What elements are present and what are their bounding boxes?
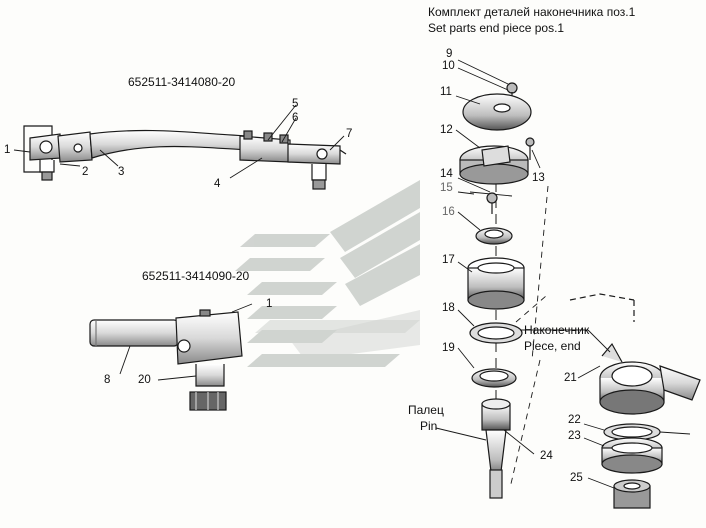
end-piece-leaders xyxy=(520,329,691,489)
part-number-15: 15 xyxy=(440,182,453,194)
assembly-code-bottom: 652511-3414090-20 xyxy=(142,269,250,283)
part-number-11: 11 xyxy=(440,86,452,98)
kit-title-ru: Комплект деталей наконечника поз.1 xyxy=(428,5,636,19)
part-number-25: 25 xyxy=(570,472,583,484)
part-number-8: 8 xyxy=(104,374,111,386)
part-number-3: 3 xyxy=(118,166,125,178)
kit-title-en: Set parts end piece pos.1 xyxy=(428,21,565,35)
piece-end-label-ru: Наконечник xyxy=(524,323,590,337)
part-number-23: 23 xyxy=(568,430,581,442)
part-number-18: 18 xyxy=(442,302,455,314)
part-number-22: 22 xyxy=(568,414,581,426)
part-number-2: 2 xyxy=(82,166,89,178)
part-number-1-bottom: 1 xyxy=(266,298,273,310)
leader-lines xyxy=(13,104,345,381)
part-number-7: 7 xyxy=(346,128,353,140)
part-number-17: 17 xyxy=(442,254,455,266)
part-number-5: 5 xyxy=(292,98,299,110)
part-number-16: 16 xyxy=(442,206,455,218)
part-number-4: 4 xyxy=(214,178,221,190)
part-number-24: 24 xyxy=(540,450,553,462)
assembly-code-top: 652511-3414080-20 xyxy=(128,75,236,89)
part-number-20: 20 xyxy=(138,374,151,386)
end-piece xyxy=(569,293,701,509)
part-number-12: 12 xyxy=(440,124,453,136)
tie-rod-top xyxy=(23,125,347,190)
tie-rod-bottom xyxy=(89,309,243,411)
pin-label-ru: Палец xyxy=(408,403,444,417)
exploded-stack xyxy=(459,82,535,500)
part-number-14: 14 xyxy=(440,168,453,180)
piece-end-label-en: Piece, end xyxy=(524,339,581,353)
part-number-13: 13 xyxy=(532,172,545,184)
part-number-1: 1 xyxy=(4,144,11,156)
stack-leader-lines xyxy=(435,59,549,489)
pin-label-en: Pin xyxy=(420,419,438,433)
watermark-logo xyxy=(235,180,420,367)
part-number-21: 21 xyxy=(564,372,577,384)
part-number-19: 19 xyxy=(442,342,455,354)
part-number-6: 6 xyxy=(292,112,299,124)
part-number-10: 10 xyxy=(442,60,455,72)
part-number-9: 9 xyxy=(446,48,453,60)
